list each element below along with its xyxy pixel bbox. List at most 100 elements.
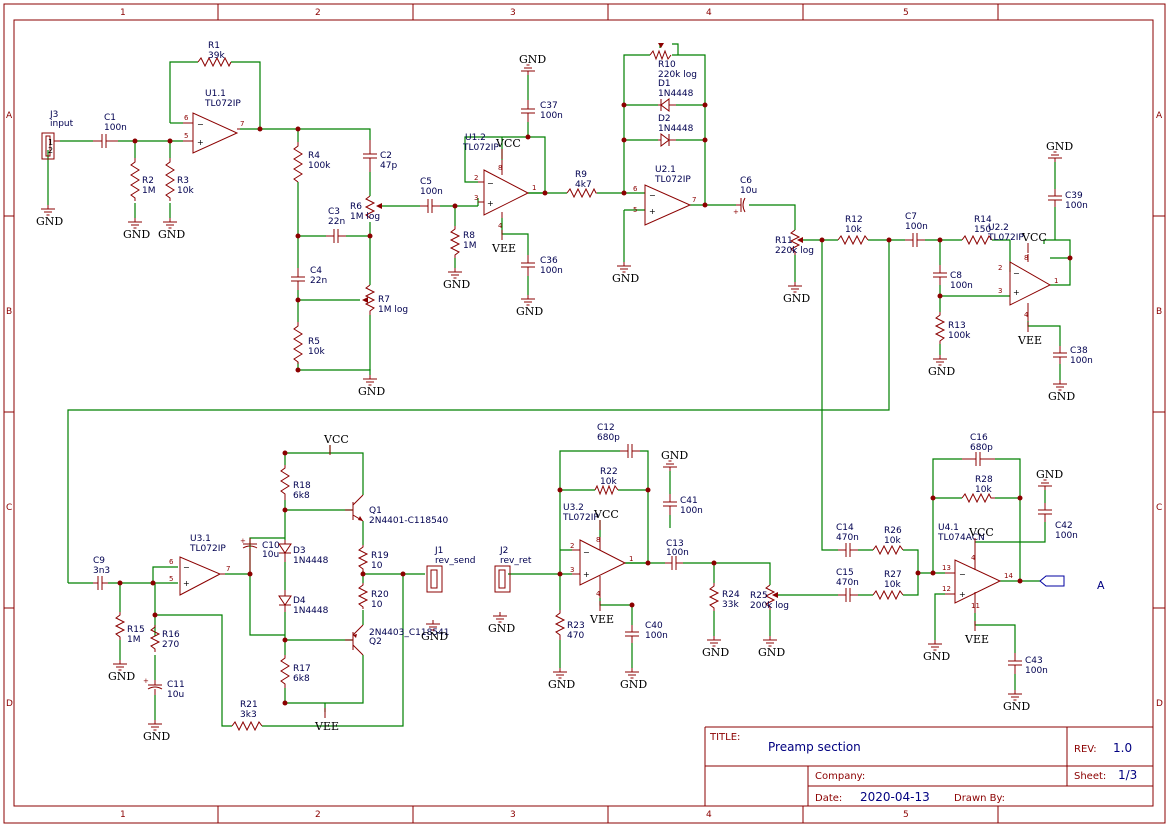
ground-label: GND xyxy=(1046,140,1073,153)
j1-value: rev_send xyxy=(435,556,476,566)
vee-label: VEE xyxy=(1017,334,1042,347)
zone-col-1-bottom: 1 xyxy=(120,810,126,820)
net-label-a: A xyxy=(1039,575,1105,592)
title-label: TITLE: xyxy=(709,732,740,743)
ground-label: GND xyxy=(783,292,810,305)
svg-text:6: 6 xyxy=(184,114,189,122)
title-block: TITLE: Preamp section REV: 1.0 Company: … xyxy=(704,726,1153,806)
vcc-label: VCC xyxy=(323,433,349,446)
ground-symbol: GND xyxy=(519,53,546,75)
svg-text:2: 2 xyxy=(48,146,53,155)
ground-label: GND xyxy=(620,678,647,691)
j3-ref: J3 xyxy=(49,110,58,120)
ground-label: GND xyxy=(1036,468,1063,481)
u1-2-value: TL072IP xyxy=(462,143,499,153)
c38-ref: C38 xyxy=(1070,346,1088,356)
zone-row-a: A xyxy=(6,111,13,121)
svg-text:6: 6 xyxy=(169,558,174,566)
svg-text:+: + xyxy=(487,199,494,208)
svg-text:+: + xyxy=(143,677,149,685)
svg-text:2: 2 xyxy=(474,174,478,182)
zone-row-d-right: D xyxy=(1156,699,1163,709)
vee-symbol: VEE xyxy=(1017,322,1042,347)
vcc-label: VCC xyxy=(495,137,521,150)
r14-ref: R14 xyxy=(974,215,992,225)
vee-symbol: VEE xyxy=(491,230,516,255)
r27-value: 10k xyxy=(884,580,901,590)
u3-1-ref: U3.1 xyxy=(190,534,211,544)
c39-ref: C39 xyxy=(1065,191,1083,201)
ground-symbol: GND xyxy=(421,620,448,643)
r18-value: 6k8 xyxy=(293,491,310,501)
r7-ref: R7 xyxy=(378,295,390,305)
r5-ref: R5 xyxy=(308,337,320,347)
d2-value: 1N4448 xyxy=(658,124,694,134)
r9-value: 4k7 xyxy=(575,180,592,190)
sheet-frame xyxy=(3,3,1166,824)
vcc-label: VCC xyxy=(593,508,619,521)
c13-value: 100n xyxy=(666,548,689,558)
c3-ref: C3 xyxy=(328,207,340,217)
r13-value: 100k xyxy=(948,331,971,341)
ground-label: GND xyxy=(358,385,385,398)
svg-text:4: 4 xyxy=(596,590,601,598)
connector-j3: 12 J3 input xyxy=(41,110,74,160)
r17-ref: R17 xyxy=(293,664,311,674)
vee-symbol: VEE xyxy=(314,708,339,733)
j2-ref: J2 xyxy=(499,546,508,556)
ground-symbol: GND xyxy=(1036,468,1063,490)
u3-2-value: TL072IP xyxy=(562,513,599,523)
r8-ref: R8 xyxy=(463,231,475,241)
c8-value: 100n xyxy=(950,281,973,291)
r16-value: 270 xyxy=(162,640,179,650)
company-label: Company: xyxy=(815,771,865,782)
r9-ref: R9 xyxy=(575,170,587,180)
c40-value: 100n xyxy=(645,631,668,641)
title-value: Preamp section xyxy=(768,740,861,754)
svg-text:11: 11 xyxy=(971,602,980,610)
r10-value: 220k log xyxy=(658,70,697,80)
q1-ref: Q1 xyxy=(369,506,382,516)
vcc-symbol: VCC xyxy=(593,508,619,530)
svg-text:+: + xyxy=(649,207,656,216)
r28-ref: R28 xyxy=(975,475,993,485)
ground-symbol: GND xyxy=(548,668,575,691)
svg-text:+: + xyxy=(959,590,966,599)
ground-label: GND xyxy=(702,646,729,659)
ground-label: GND xyxy=(661,449,688,462)
svg-text:2: 2 xyxy=(570,542,574,550)
c2-value: 47p xyxy=(380,161,397,171)
svg-text:3: 3 xyxy=(570,566,574,574)
r16-ref: R16 xyxy=(162,630,180,640)
ground-symbol: GND xyxy=(123,218,150,241)
c41-value: 100n xyxy=(680,506,703,516)
c5-ref: C5 xyxy=(420,177,432,187)
ground-symbol: GND xyxy=(661,449,688,471)
r28-value: 10k xyxy=(975,485,992,495)
ground-symbol: GND xyxy=(158,218,185,241)
u2-1-value: TL072IP xyxy=(654,175,691,185)
d2-ref: D2 xyxy=(658,114,671,124)
